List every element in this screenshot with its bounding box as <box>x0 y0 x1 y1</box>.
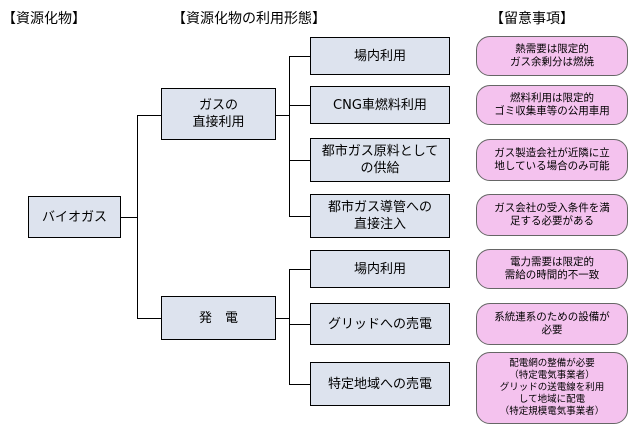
note-text: ガス製造会社が近隣に立 地している場合のみ可能 <box>494 147 610 172</box>
connector-b1-item4 <box>289 216 311 217</box>
header-usage: 【資源化物の利用形態】 <box>172 11 326 27</box>
item-label: 都市ガス導管への 直接注入 <box>327 200 432 232</box>
item-onsite-use-power: 場内利用 <box>310 250 450 288</box>
note-onsite-gas: 熱需要は限定的 ガス余剰分は燃焼 <box>476 36 628 76</box>
item-label: 場内利用 <box>353 261 406 277</box>
connector-trunk-branch2 <box>289 269 290 384</box>
item-specific-area-sale: 特定地域への売電 <box>310 362 450 406</box>
branch-power-generation: 発 電 <box>161 296 276 340</box>
connector-trunk-root <box>137 115 138 318</box>
note-specific-area-sale: 配電網の整備が必要 （特定電気事業者） グリッドの送電線を利用 して地域に配電 … <box>476 352 628 424</box>
header-resource: 【資源化物】 <box>2 11 86 27</box>
note-text: ガス会社の受入条件を満 足する必要がある <box>494 202 610 227</box>
note-text: 燃料利用は限定的 ゴミ収集車等の公用車用 <box>494 92 610 117</box>
item-onsite-use-gas: 場内利用 <box>310 37 450 75</box>
item-cng-fuel: CNG車燃料利用 <box>310 86 450 124</box>
connector-to-branch1 <box>137 115 162 116</box>
connector-b1-item1 <box>289 56 311 57</box>
item-label: 場内利用 <box>353 48 406 64</box>
note-grid-sale: 系統連系のための設備が 必要 <box>476 303 628 345</box>
branch-label: 発 電 <box>198 310 238 326</box>
connector-branch1-right <box>275 115 290 116</box>
branch-label: ガスの 直接利用 <box>192 98 245 130</box>
note-onsite-power: 電力需要は限定的 需給の時間的不一致 <box>476 249 628 289</box>
branch-gas-direct-use: ガスの 直接利用 <box>161 88 276 140</box>
connector-b2-item2 <box>289 324 311 325</box>
connector-root-right <box>120 217 138 218</box>
note-city-gas-injection: ガス会社の受入条件を満 足する必要がある <box>476 194 628 236</box>
connector-branch2-right <box>275 318 290 319</box>
note-text: 系統連系のための設備が 必要 <box>494 311 610 336</box>
note-text: 電力需要は限定的 需給の時間的不一致 <box>504 256 600 281</box>
note-cng-fuel: 燃料利用は限定的 ゴミ収集車等の公用車用 <box>476 85 628 125</box>
connector-trunk-branch1 <box>289 56 290 216</box>
connector-b1-item3 <box>289 160 311 161</box>
header-notes: 【留意事項】 <box>490 11 574 27</box>
connector-b2-item1 <box>289 269 311 270</box>
item-grid-sale: グリッドへの売電 <box>310 303 450 345</box>
root-label: バイオガス <box>41 209 107 225</box>
note-text: 熱需要は限定的 ガス余剰分は燃焼 <box>510 43 594 68</box>
connector-to-branch2 <box>137 318 162 319</box>
connector-b1-item2 <box>289 105 311 106</box>
item-label: CNG車燃料利用 <box>333 97 427 113</box>
note-city-gas-supply: ガス製造会社が近隣に立 地している場合のみ可能 <box>476 139 628 181</box>
item-city-gas-injection: 都市ガス導管への 直接注入 <box>310 194 450 238</box>
connector-b2-item3 <box>289 384 311 385</box>
item-city-gas-supply: 都市ガス原料としての供給 <box>310 138 450 182</box>
note-text: 配電網の整備が必要 （特定電気事業者） グリッドの送電線を利用 して地域に配電 … <box>499 358 605 417</box>
root-node: バイオガス <box>28 196 121 238</box>
item-label: 特定地域への売電 <box>327 376 432 392</box>
item-label: 都市ガス原料としての供給 <box>321 144 439 176</box>
item-label: グリッドへの売電 <box>327 316 432 332</box>
